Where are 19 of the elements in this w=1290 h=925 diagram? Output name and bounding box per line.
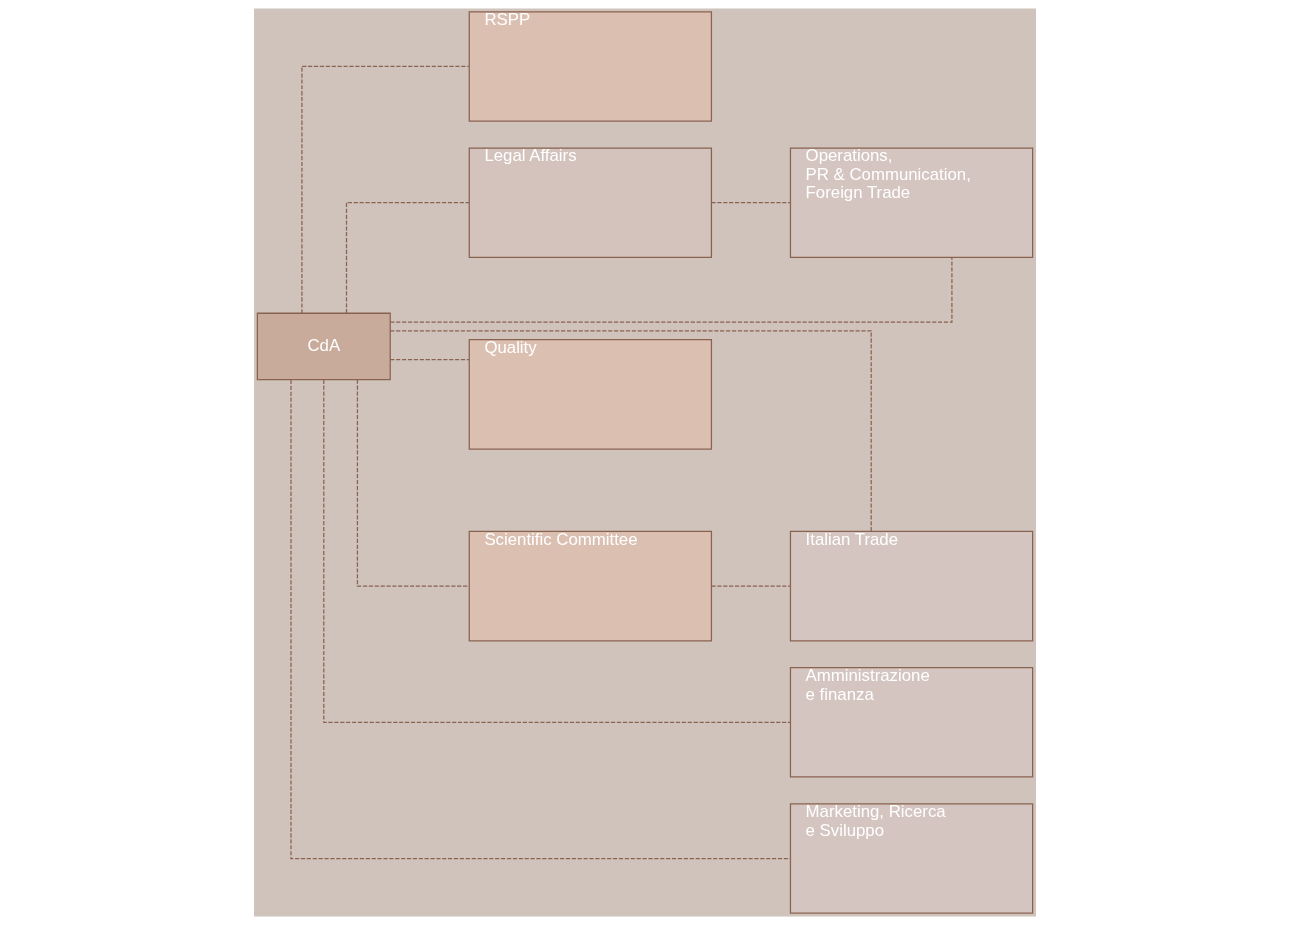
node-box: Italian Trade [789,530,1034,642]
node-box: Amministrazione e finanza [789,667,1034,778]
connector [389,256,953,323]
connector [345,202,470,314]
node-box: CdA [256,312,391,381]
connector [290,379,792,860]
node-box: RSPP [468,11,713,122]
node-box: Legal Affairs [468,147,713,258]
connector [710,585,791,587]
connector [323,379,791,723]
node-box: Quality [468,339,713,450]
connector [389,359,470,361]
node-box: Marketing, Ricerca e Sviluppo [789,803,1034,914]
connector [356,379,470,587]
connector [389,330,872,532]
node-box: Operations, PR & Communication, Foreign Trade [789,147,1034,258]
connector [710,202,791,204]
node-box: Scientific Committee [468,530,713,642]
connector [301,65,470,314]
